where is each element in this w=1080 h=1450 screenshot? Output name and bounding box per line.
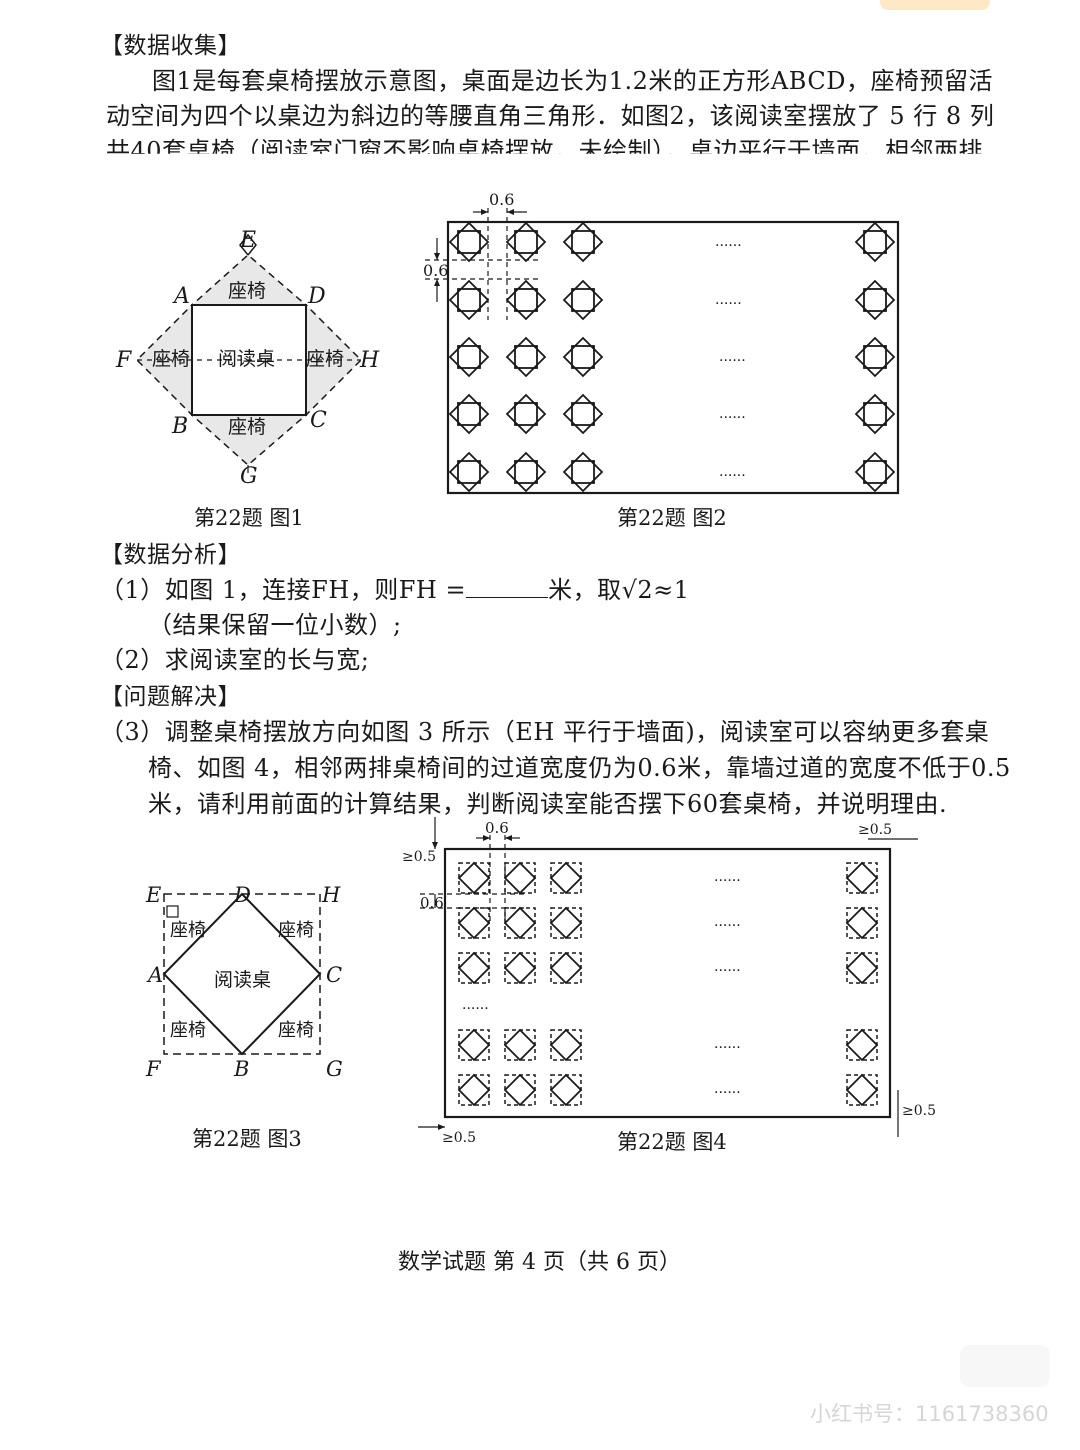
q3-line3: 米，请利用前面的计算结果，判断阅读室能否摆下60套桌椅，并说明理由.: [148, 790, 948, 818]
right-angle-mark: [166, 905, 179, 918]
fig4-dim-v: 0.6: [420, 894, 444, 912]
fig2-dim-v: 0.6: [423, 261, 448, 280]
fig4-ellipsis-5: ......: [714, 1081, 741, 1097]
fig4-dim-bottom-left: ≥0.5: [442, 1130, 476, 1145]
chair-label-bottom: 座椅: [228, 416, 266, 438]
chair-label-right: 座椅: [306, 348, 344, 370]
fig3-chair-bl: 座椅: [170, 1020, 206, 1041]
fig3-caption: 第22题 图3: [192, 1127, 302, 1151]
fig4-dim-h: 0.6: [485, 819, 509, 837]
point-f: F: [115, 348, 132, 373]
fig3-point-e: E: [145, 883, 161, 907]
fig4-dim-top-left: ≥0.5: [402, 849, 436, 865]
page-footer: 数学试题 第 4 页（共 6 页）: [398, 1250, 681, 1275]
q1-text: （1）如图 1，连接FH，则FH =: [100, 576, 467, 604]
data-analysis-heading: 【数据分析】: [100, 542, 241, 568]
question-2: （2）求阅读室的长与宽;: [100, 646, 370, 674]
orange-banner: [880, 0, 990, 10]
fig3-point-b: B: [233, 1057, 249, 1081]
fig4-dim-bottom-right: ≥0.5: [902, 1103, 936, 1119]
fig3-point-c: C: [326, 963, 342, 987]
fig3-point-a: A: [146, 963, 163, 987]
figure-2: 0.6 0.6 ...... ...... ...... ...... ....…: [423, 190, 900, 495]
fig4-ellipsis-3: ......: [714, 959, 741, 975]
fig3-chair-tl: 座椅: [170, 920, 206, 941]
figure-3: E D H A C F B G 座椅 座椅 座椅 座椅 阅读桌: [145, 883, 343, 1081]
fig1-caption: 第22题 图1: [194, 506, 304, 530]
desk-grid-fig2: [449, 222, 895, 492]
intro-line-cut: 某中学为满足更多学生的阅读需求，决定对阅读室现有桌椅摆放进行调整.: [150, 0, 943, 18]
q3-line2: 椅、如图 4，相邻两排桌椅间的过道宽度仍为0.6米，靠墙过道的宽度不低于0.5: [148, 754, 1011, 782]
chair-triangle-bottom: [190, 414, 309, 466]
point-b: B: [171, 414, 188, 439]
para1-line3: 共40套桌椅（阅读室门窗不影响桌椅摆放，未绘制），桌边平行于墙面，相邻两排: [106, 137, 984, 165]
figure-4: 0.6 ≥0.5 0.6 ≥0.5 ≥0.5 ≥0.5 ...... .....…: [402, 817, 936, 1145]
chair-label-top: 座椅: [228, 280, 266, 302]
figure-1: E A D F H B C G 座椅 座椅 座椅 座椅 阅读桌: [115, 228, 380, 489]
q1-note: （结果保留一位小数）;: [148, 611, 402, 639]
fig3-table: [162, 892, 322, 1056]
watermark-logo: [960, 1345, 1050, 1387]
fig2-ellipsis-4: ......: [719, 406, 746, 422]
desk-grid-fig4: [458, 862, 878, 1106]
fig2-caption: 第22题 图2: [617, 506, 727, 530]
fig3-point-d: D: [233, 883, 251, 907]
room-wall: [446, 220, 900, 495]
fig4-ellipsis-vertical: ......: [462, 997, 489, 1013]
point-g: G: [240, 464, 258, 489]
chair-triangle-top: [190, 254, 309, 306]
room-wall-fig4: [443, 847, 892, 1119]
fig4-ellipsis-1: ......: [714, 869, 741, 885]
answer-blank: [466, 597, 549, 598]
fig3-point-g: G: [326, 1057, 343, 1081]
question-1: （1）如图 1，连接FH，则FH = 米，取√2≈1: [100, 570, 690, 605]
fig2-ellipsis-2: ......: [715, 292, 742, 308]
q3-line1: （3）调整桌椅摆放方向如图 3 所示（EH 平行于墙面)，阅读室可以容纳更多套桌: [100, 718, 990, 746]
point-h: H: [359, 348, 380, 373]
problem-heading: 【问题解决】: [100, 684, 241, 710]
fig3-point-h: H: [321, 883, 341, 907]
data-collect-heading: 【数据收集】: [100, 33, 241, 59]
fig4-ellipsis-2: ......: [714, 914, 741, 930]
fig2-dim-h: 0.6: [489, 190, 514, 209]
fig4-ellipsis-4: ......: [714, 1036, 741, 1052]
fig3-chair-tr: 座椅: [278, 920, 314, 941]
fig2-ellipsis-1: ......: [715, 234, 742, 250]
table-label: 阅读桌: [218, 348, 275, 370]
fig4-caption: 第22题 图4: [617, 1130, 727, 1154]
fig3-point-f: F: [145, 1057, 162, 1081]
point-e: E: [239, 228, 256, 253]
para1-line2: 动空间为四个以桌边为斜边的等腰直角三角形．如图2，该阅读室摆放了 5 行 8 列: [106, 102, 995, 130]
point-c: C: [310, 408, 327, 433]
fig4-dim-top-right: ≥0.5: [858, 822, 892, 838]
point-a: A: [172, 284, 190, 309]
fig3-table-label: 阅读桌: [214, 969, 271, 991]
para1-line1: 图1是每套桌椅摆放示意图，桌面是边长为1.2米的正方形ABCD，座椅预留活: [152, 67, 993, 95]
q1-unit: 米，取√2≈1: [548, 576, 690, 604]
fig2-ellipsis-3: ......: [719, 349, 746, 365]
fig3-chair-br: 座椅: [278, 1020, 314, 1041]
watermark: 小红书号：1161738360: [810, 1402, 1049, 1426]
chair-label-left: 座椅: [152, 348, 190, 370]
point-d: D: [307, 284, 326, 309]
fig2-ellipsis-5: ......: [719, 464, 746, 480]
